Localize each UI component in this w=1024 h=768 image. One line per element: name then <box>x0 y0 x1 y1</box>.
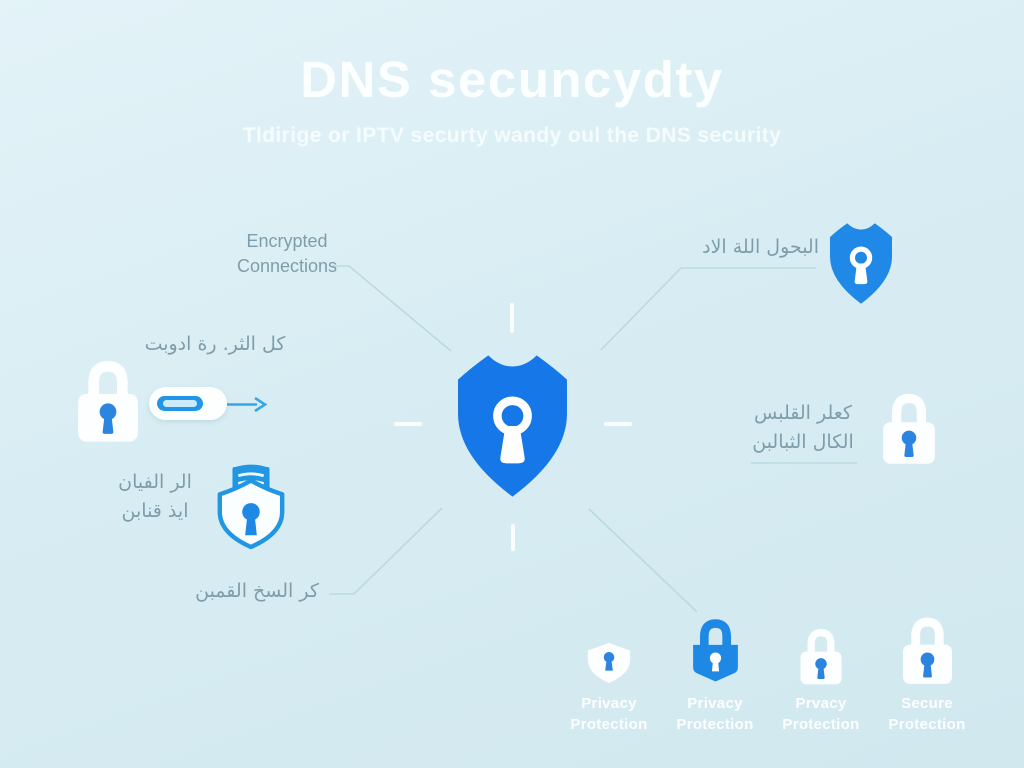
shield-keyhole-icon <box>587 642 631 683</box>
label-line: Protection <box>570 716 648 734</box>
page-title: DNS secuncydty <box>300 51 724 108</box>
icon-label: Privacy Protection <box>676 693 753 737</box>
label-top-right: البحول اللة الاد <box>702 236 819 258</box>
icon-box <box>798 606 844 686</box>
label-toggle: كل الثر. رة ادوبت <box>144 333 286 355</box>
label-line: كعلر القلبس <box>754 402 852 424</box>
toggle-switch <box>149 387 227 420</box>
label-bottom-left: كر السخ القمبن <box>195 580 319 602</box>
label-line: Privacy <box>687 694 743 712</box>
icon-label: Secure Protection <box>888 693 965 737</box>
label-line: الر الفيان <box>118 471 192 493</box>
label-line: Encrypted <box>246 231 328 251</box>
padlock-icon <box>78 360 138 442</box>
bottom-item-secure-lock: Secure Protection <box>874 606 980 736</box>
label-line: ايذ قنابن <box>121 500 189 523</box>
label-line: الكال الثبالبن <box>752 431 854 454</box>
shield-keyhole-icon <box>458 355 567 497</box>
label-shield-stack: الر الفيان ايذ قنابن <box>100 468 210 527</box>
bottom-item-privacy-shield: Privacy Protection <box>556 606 662 736</box>
shield-keyhole-icon <box>829 223 893 304</box>
icon-box <box>900 606 955 686</box>
label-right: كعلر القلبس الكال الثبالبن <box>746 399 860 458</box>
label-line: Protection <box>888 716 966 734</box>
padlock-icon <box>902 617 952 684</box>
page-subtitle: Tldirige or IPTV securty wandy oul the D… <box>242 124 782 147</box>
padlock-filled-icon <box>692 618 738 682</box>
bottom-icon-row: Privacy Protection Privacy Protection <box>556 606 980 736</box>
shield-stack-icon <box>217 464 285 550</box>
toggle-slider-icon <box>157 396 203 411</box>
padlock-icon <box>883 393 935 464</box>
label-line: Connections <box>236 256 338 277</box>
label-line: Privacy <box>581 694 637 712</box>
label-line: Secure <box>901 694 953 712</box>
bottom-item-prvacy-lock: Prvacy Protection <box>768 606 874 736</box>
padlock-icon <box>800 628 842 684</box>
bottom-item-privacy-lock: Privacy Protection <box>662 606 768 736</box>
icon-box <box>687 606 744 686</box>
label-line: Protection <box>782 716 860 734</box>
arrow-right-icon <box>227 396 268 413</box>
icon-label: Prvacy Protection <box>782 693 859 737</box>
icon-label: Privacy Protection <box>570 693 647 737</box>
icon-box <box>585 606 633 686</box>
label-line: Prvacy <box>795 694 847 712</box>
label-encrypted-connections: Encrypted Connections <box>203 229 371 279</box>
label-line: Protection <box>676 716 754 734</box>
